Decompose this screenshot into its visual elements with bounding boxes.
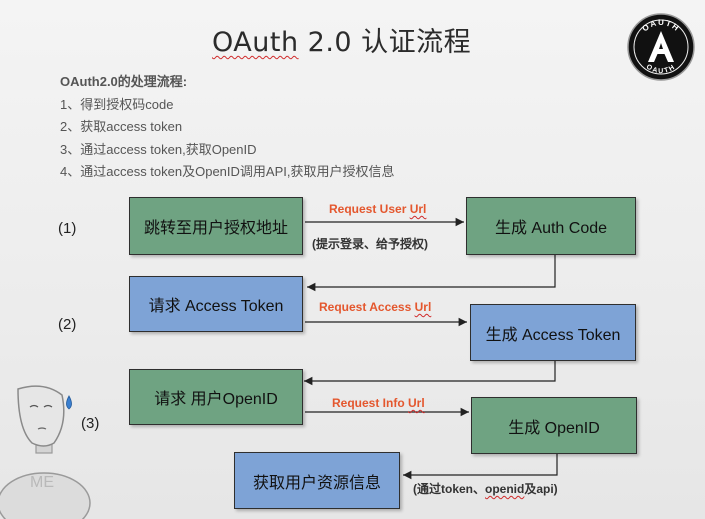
box-gen-openid-label: 生成 OpenID: [508, 419, 600, 437]
logo-bottom-text: OAUTH: [645, 63, 676, 75]
box-gen-token: 生成 Access Token: [470, 304, 636, 361]
request-access-url: Url: [414, 300, 432, 314]
box-jump-auth: 跳转至用户授权地址: [129, 197, 303, 255]
note-via-token: (通过token、openid及api): [413, 480, 558, 497]
title-rest: 2.0 认证流程: [298, 27, 472, 58]
process-heading: OAuth2.0的处理流程:: [60, 74, 188, 89]
arrow-auth-code-return: [307, 255, 556, 292]
step-marker-1: (1): [58, 220, 77, 237]
box-gen-openid: 生成 OpenID: [471, 397, 637, 454]
request-info-label: Request Info Url: [332, 396, 425, 410]
box-gen-auth-code-label: 生成 Auth Code: [494, 220, 608, 237]
request-access-label: Request Access Url: [319, 300, 431, 314]
note-via-post: 及api): [524, 482, 558, 496]
box-req-token: 请求 Access Token: [129, 276, 303, 332]
request-access-prefix: Request Access: [319, 300, 415, 314]
title-oauth: OAuth: [212, 27, 299, 58]
note-via-openid: openid: [485, 482, 525, 496]
process-step: 4、通过access token及OpenID调用API,获取用户授权信息: [60, 164, 395, 179]
step-marker-3: (3): [81, 415, 100, 432]
mascot-label: ME: [30, 474, 54, 491]
page-title: OAuth 2.0 认证流程: [212, 20, 471, 59]
arrow-openid-return: [403, 454, 558, 480]
note-via-pre: (通过token、: [413, 482, 486, 496]
step-marker-2: (2): [58, 316, 77, 333]
arrow-token-return: [304, 361, 556, 386]
logo-a-icon: [648, 31, 674, 62]
oauth-logo: OAUTH OAUTH: [627, 13, 695, 81]
box-req-openid-label: 请求 用户OpenID: [154, 391, 278, 408]
request-user-url: Url: [409, 202, 427, 216]
box-req-token-label: 请求 Access Token: [148, 298, 284, 315]
request-user-prefix: Request User: [329, 202, 410, 216]
note-login-hint: (提示登录、给予授权): [312, 237, 428, 251]
request-info-prefix: Request Info: [332, 396, 409, 410]
box-get-info-label: 获取用户资源信息: [252, 474, 381, 492]
box-req-openid: 请求 用户OpenID: [129, 369, 303, 425]
mascot-figure: ME: [0, 385, 91, 519]
request-user-label: Request User Url: [329, 202, 426, 216]
svg-text:OAUTH: OAUTH: [645, 63, 677, 75]
box-gen-auth-code: 生成 Auth Code: [466, 197, 636, 255]
sweat-drop-icon: [66, 395, 72, 410]
box-get-info: 获取用户资源信息: [234, 452, 400, 509]
process-step: 2、获取access token: [60, 119, 183, 134]
box-gen-token-label: 生成 Access Token: [485, 326, 621, 344]
process-step: 3、通过access token,获取OpenID: [60, 142, 257, 157]
box-jump-auth-label: 跳转至用户授权地址: [143, 220, 288, 237]
process-step: 1、得到授权码code: [60, 97, 174, 112]
request-info-url: Url: [408, 396, 425, 410]
